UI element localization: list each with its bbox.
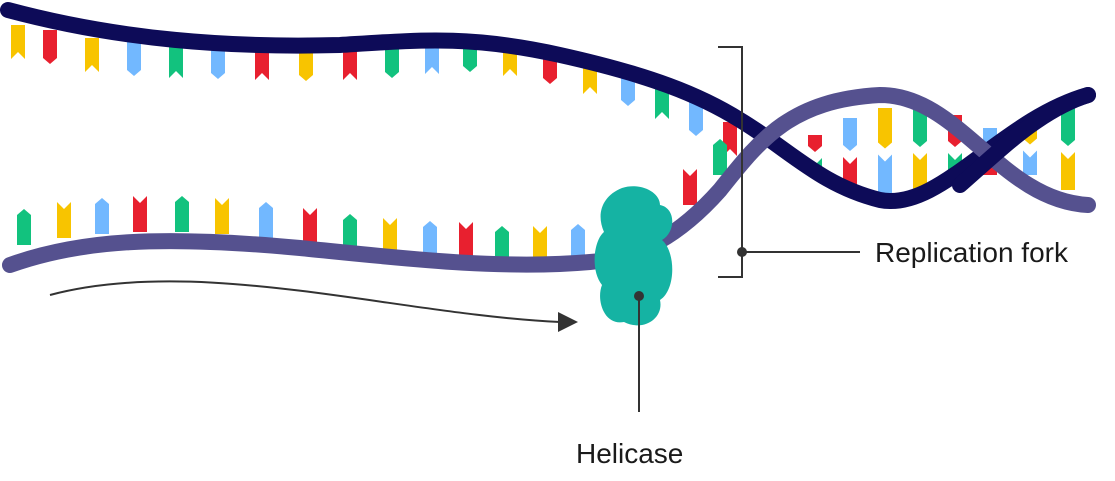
nucleotide-base (303, 208, 317, 244)
nucleotide-base (1023, 150, 1037, 175)
helicase-label: Helicase (576, 438, 683, 469)
nucleotide-base (343, 46, 357, 80)
nucleotide-base (913, 108, 927, 147)
nucleotide-base (11, 25, 25, 59)
nucleotide-base (255, 46, 269, 80)
nucleotide-base (495, 226, 509, 262)
arrowhead-icon (558, 312, 578, 332)
nucleotide-base (17, 209, 31, 245)
nucleotide-base (299, 47, 313, 81)
nucleotide-base (95, 198, 109, 234)
nucleotide-base (1061, 152, 1075, 190)
nucleotide-base (343, 214, 357, 250)
helicase-enzyme (594, 186, 673, 326)
nucleotide-base (57, 202, 71, 238)
nucleotide-base (423, 221, 437, 257)
nucleotide-base (211, 45, 225, 79)
leading-strand (0, 2, 1096, 210)
nucleotide-base (385, 44, 399, 78)
nucleotide-base (533, 226, 547, 262)
nucleotide-base (169, 44, 183, 78)
nucleotide-base (133, 196, 147, 232)
nucleotide-base (878, 154, 892, 195)
replication-fork-label: Replication fork (875, 237, 1069, 268)
nucleotide-base (878, 108, 892, 149)
nucleotide-base (655, 85, 669, 119)
nucleotide-bases (11, 25, 1075, 262)
nucleotide-base (85, 38, 99, 72)
nucleotide-base (459, 222, 473, 258)
nucleotide-base (843, 118, 857, 151)
nucleotide-base (683, 169, 697, 205)
nucleotide-base (383, 218, 397, 254)
nucleotide-base (127, 42, 141, 76)
nucleotide-base (713, 139, 727, 175)
leading-strand-front (952, 87, 1096, 193)
nucleotide-base (259, 202, 273, 238)
nucleotide-base (571, 224, 585, 260)
nucleotide-base (215, 198, 229, 234)
nucleotide-base (1061, 108, 1075, 146)
replication-fork-dot (737, 247, 747, 257)
nucleotide-base (689, 102, 703, 136)
direction-arrow (49, 280, 561, 323)
nucleotide-base (175, 196, 189, 232)
nucleotide-base (808, 135, 822, 152)
replication-fork-bracket (718, 46, 743, 278)
nucleotide-base (913, 153, 927, 192)
nucleotide-base (43, 30, 57, 64)
